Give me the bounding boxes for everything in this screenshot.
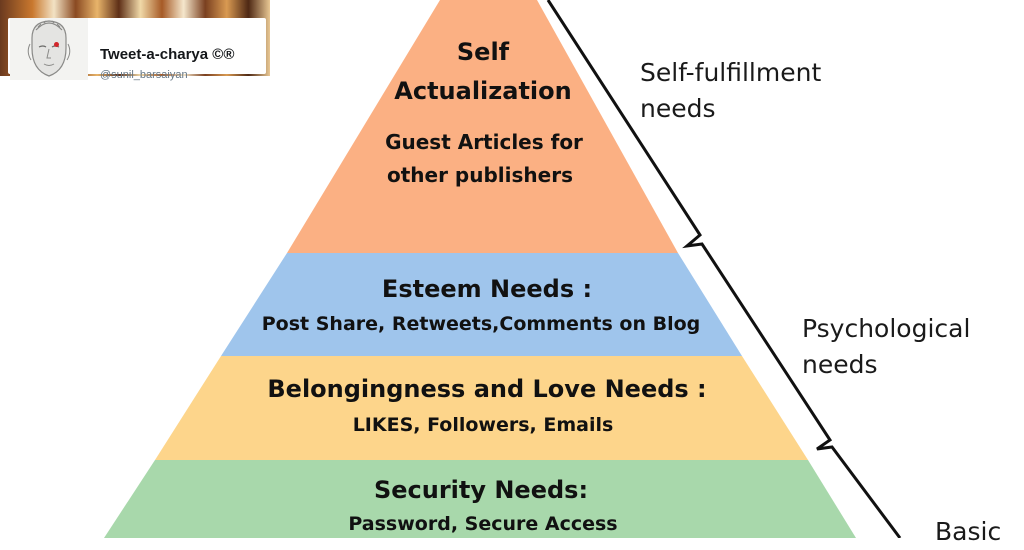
label-psychological-line2: needs	[802, 350, 878, 379]
label-basic-line1: Basic	[935, 517, 1002, 546]
tier1-detail-line2: other publishers	[387, 163, 573, 187]
tier4-detail: Password, Secure Access	[348, 513, 618, 535]
tier1-title-line2: Actualization	[394, 77, 572, 105]
label-psychological: Psychological needs	[802, 311, 970, 383]
label-basic: Basic	[935, 514, 1001, 550]
profile-name[interactable]: Tweet-a-charya ©®	[100, 46, 235, 63]
buddha-face-icon	[27, 20, 71, 77]
pyramid-graphic	[104, 0, 902, 538]
avatar[interactable]	[10, 18, 88, 80]
label-psychological-line1: Psychological	[802, 314, 971, 343]
profile-handle[interactable]: @sunil_barsaiyan	[100, 69, 188, 81]
bracket-line	[546, 0, 902, 538]
tier4-title: Security Needs:	[373, 476, 589, 504]
label-self-fulfillment-line1: Self-fulfillment	[640, 58, 822, 87]
label-self-fulfillment-line2: needs	[640, 94, 716, 123]
tier-self-actualization	[287, 0, 678, 253]
tier1-detail-line1: Guest Articles for	[385, 130, 583, 154]
tier3-title: Belongingness and Love Needs :	[267, 375, 707, 403]
needs-pyramid-diagram: Tweet-a-charya ©® @sunil_barsaiyan Self …	[0, 0, 1001, 546]
label-self-fulfillment: Self-fulfillment needs	[640, 55, 821, 127]
tier2-title: Esteem Needs :	[381, 275, 593, 303]
tier-belongingness	[155, 356, 808, 460]
tier-security	[104, 460, 856, 538]
tier1-title-line1: Self	[456, 38, 510, 66]
tier-esteem	[221, 253, 742, 356]
tier2-detail: Post Share, Retweets,Comments on Blog	[261, 313, 701, 335]
tier3-detail: LIKES, Followers, Emails	[352, 414, 614, 436]
bindi-mark	[54, 42, 59, 47]
profile-card[interactable]: Tweet-a-charya ©® @sunil_barsaiyan	[8, 18, 266, 81]
